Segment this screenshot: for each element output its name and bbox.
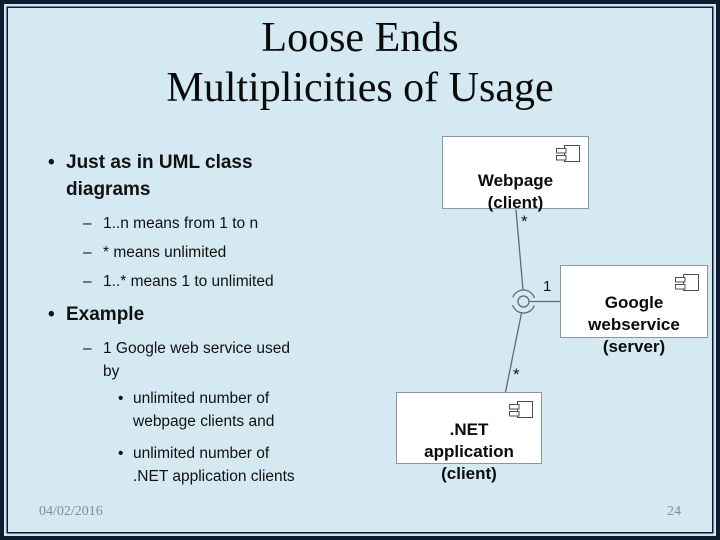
footer-date: 04/02/2016 — [39, 504, 103, 519]
list-item: – 1 Google web service used by — [83, 337, 290, 383]
list-item-text: 1 Google web service used by — [103, 340, 290, 380]
subbullet-icon: • — [118, 445, 124, 462]
ball-icon — [517, 295, 530, 308]
list-item: – 1..n means from 1 to n — [83, 212, 274, 235]
list-item-text: unlimited number of .NET application cli… — [133, 445, 295, 485]
multiplicity-dotnet: * — [513, 365, 520, 384]
component-label: Google webservice (server) — [588, 293, 680, 356]
subbullet-icon: • — [118, 390, 124, 407]
dash-icon: – — [83, 273, 92, 290]
bullet-example: • Example — [48, 301, 378, 328]
list-item: – * means unlimited — [83, 241, 274, 264]
multiplicity-webpage: * — [521, 212, 528, 231]
google-webservice-component: Google webservice (server) — [560, 265, 708, 356]
list-item-text: 1..* means 1 to unlimited — [103, 273, 274, 290]
bullet-icon: • — [48, 304, 55, 325]
webpage-client-component: Webpage (client) — [442, 136, 589, 212]
multiplicity-server: 1 — [543, 278, 552, 295]
list-item-text: unlimited number of webpage clients and — [133, 390, 275, 430]
uml-component-icon — [556, 145, 580, 162]
bullet-label: Example — [66, 304, 145, 325]
example-list: – 1 Google web service used by — [83, 337, 290, 383]
uml-component-icon — [509, 401, 533, 418]
socket-icon — [511, 289, 536, 314]
dash-icon: – — [83, 215, 92, 232]
list-item: – 1..* means 1 to unlimited — [83, 270, 274, 293]
bullet-icon: • — [48, 152, 55, 173]
slide-number: 24 — [667, 504, 681, 519]
list-item-text: * means unlimited — [103, 244, 227, 261]
bullet-label: Just as in UML class diagrams — [66, 152, 253, 200]
list-item: • unlimited number of .NET application c… — [118, 442, 295, 488]
bullet-uml-class-diagrams: • Just as in UML class diagrams — [48, 149, 378, 203]
slide-title: Loose Ends Multiplicities of Usage — [166, 15, 554, 111]
list-item: • unlimited number of webpage clients an… — [118, 387, 295, 433]
dash-icon: – — [83, 244, 92, 261]
example-sub-list: • unlimited number of webpage clients an… — [118, 387, 295, 488]
dotnet-application-component: .NET application (client) — [396, 392, 542, 483]
component-label: Webpage (client) — [477, 171, 554, 212]
list-item-text: 1..n means from 1 to n — [103, 215, 259, 232]
component-label: .NET application (client) — [424, 420, 514, 483]
dash-icon: – — [83, 340, 92, 357]
multiplicity-notation-list: – 1..n means from 1 to n – * means unlim… — [83, 212, 274, 299]
uml-component-icon — [675, 274, 699, 291]
